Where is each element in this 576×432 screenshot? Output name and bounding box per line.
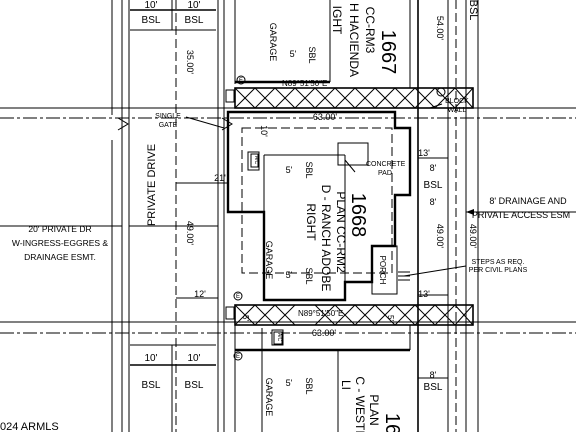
lot-bottom (130, 325, 411, 432)
label-dim-8-b: 8' (430, 197, 437, 207)
label-bottom-right-10: 10' (187, 353, 200, 364)
label-dim-54: 54.00' (435, 16, 445, 41)
label-garage-mid: GARAGE (264, 241, 274, 280)
label-drainage-left-2: W-INGRESS-EGGRES & (12, 238, 109, 248)
label-bsl-bottom-right: BSL (185, 380, 204, 391)
label-bearing-bottom: N89°51'50"E (298, 309, 343, 318)
label-e-mark-top: E (239, 78, 243, 84)
label-dim-10-mid: 10' (259, 125, 269, 137)
label-lot-top-elev: H HACIENDA (347, 3, 361, 77)
label-dim-49-far-right: 49.00' (468, 224, 478, 249)
label-garage-top: GARAGE (268, 23, 278, 62)
label-five-mid: 5' (286, 165, 293, 175)
label-dim-49-right: 49.00' (435, 224, 445, 249)
label-lot-bot-plan: PLAN (367, 394, 381, 425)
label-dim-21: 21' (214, 173, 226, 183)
label-bsl-right-bottom: BSL (424, 382, 443, 393)
label-lot-mid-hand: RIGHT (304, 203, 318, 241)
label-drainage-right-1: 8' DRAINAGE AND (489, 196, 567, 206)
right-property-lines (417, 0, 479, 432)
label-lot-mid: 1668 (347, 193, 369, 238)
label-ac-bottom: A/C (276, 333, 282, 342)
label-dim-35: 35.00' (185, 50, 195, 75)
label-drainage-left-3: DRAINAGE ESMT. (24, 252, 96, 262)
label-dim-12: 12' (194, 289, 206, 299)
label-block-wall-2: WALL (448, 107, 467, 114)
label-dim-13-bottom: 13' (418, 289, 430, 299)
label-lot-bot-elev: C - WESTI (353, 376, 367, 432)
label-five-top: 5' (290, 49, 297, 59)
label-lot-top-plan: CC-RM3 (363, 7, 377, 54)
label-ac-mid: A/C (253, 156, 259, 165)
utility-boxes (225, 75, 446, 361)
label-private-drive: PRIVATE DRIVE (146, 144, 158, 226)
label-lot-mid-elev: D - RANCH ADOBE (319, 185, 333, 292)
label-concrete-pad-2: PAD (378, 170, 392, 177)
label-bottom-left-10: 10' (144, 353, 157, 364)
label-block-wall-1: BLOCK (445, 98, 469, 105)
label-five-bottom: 5' (286, 378, 293, 388)
label-dim-63-bottom: 63.00' (312, 328, 337, 338)
label-dim-63-top: 63.00' (313, 112, 338, 122)
lot-1668-building (226, 110, 412, 346)
label-dim-8-bottom: 8' (430, 370, 437, 380)
label-lot-bot-hand: LI (339, 380, 353, 390)
leader-lines (0, 103, 576, 379)
block-wall-top (234, 87, 474, 109)
label-top-left-10: 10' (144, 0, 157, 11)
label-bsl-top-right: BSL (185, 15, 204, 26)
label-bsl-right-mid: BSL (424, 180, 443, 191)
label-lot-top: 1667 (377, 30, 399, 75)
label-lot-mid-plan: PLAN CC-RM2 (334, 191, 348, 273)
label-sbl-mid: SBL (304, 161, 314, 178)
label-lot-top-hand: IGHT (330, 6, 344, 35)
lot-1667 (130, 0, 411, 89)
label-concrete-pad-1: CONCRETE (366, 161, 406, 168)
label-five-bottom-left: 5' (241, 315, 250, 321)
label-five-bottom-right: 5' (386, 315, 395, 321)
label-dim-49-left: 49.00' (185, 221, 195, 246)
label-single-gate-1: SINGLE (155, 113, 181, 120)
label-dim-13-top: 13' (418, 148, 430, 158)
copyright-watermark: 024 ARMLS (0, 421, 59, 432)
label-bsl-right-top: BSL (467, 0, 479, 20)
label-bearing-top: N89°51'50"E (282, 79, 327, 88)
label-e-mark-bottom: E (236, 354, 240, 360)
label-bsl-top-left: BSL (142, 15, 161, 26)
label-sbl-bottom: SBL (304, 377, 314, 394)
label-single-gate-2: GATE (159, 122, 178, 129)
label-dim-8-a: 8' (430, 163, 437, 173)
label-garage-bottom: GARAGE (264, 378, 274, 417)
label-drainage-left-1: 20' PRIVATE DR (28, 224, 91, 234)
label-lot-bot: 16 (381, 413, 403, 432)
label-porch: PORCH (378, 256, 387, 285)
label-sbl-mid-2: SBL (304, 267, 314, 284)
label-bsl-bottom-left: BSL (142, 380, 161, 391)
label-top-right-10: 10' (187, 0, 200, 11)
label-sbl-top: SBL (307, 46, 317, 63)
label-steps-2: PER CIVIL PLANS (469, 267, 528, 274)
label-steps-1: STEPS AS REQ. (472, 259, 525, 266)
label-five-mid-2: 5' (286, 270, 293, 280)
label-drainage-right-2: PRIVATE ACCESS ESM (472, 210, 570, 220)
label-e-mark-mid: E (236, 294, 240, 300)
block-wall-bottom (234, 304, 474, 326)
